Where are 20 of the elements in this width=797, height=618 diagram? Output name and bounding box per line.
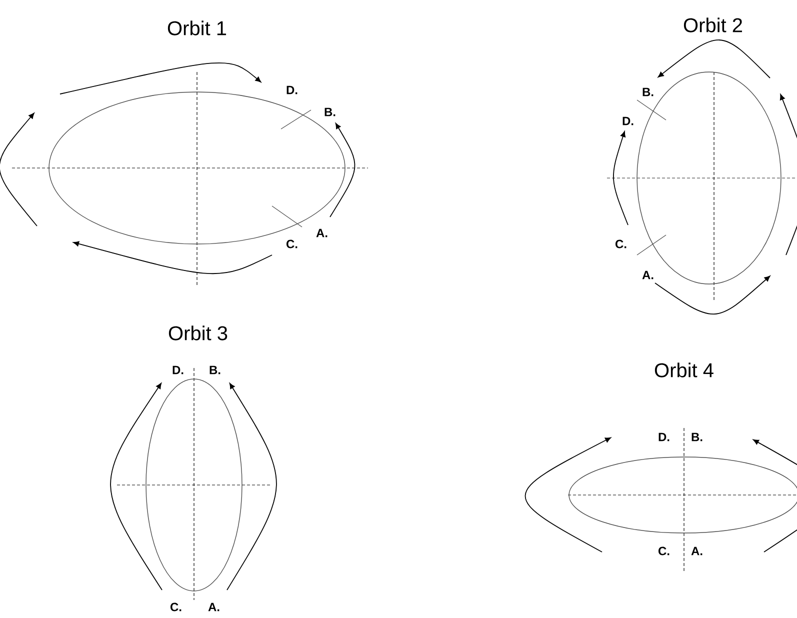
point-label: B. bbox=[692, 432, 702, 442]
orbit-title: Orbit 1 bbox=[168, 20, 226, 36]
point-label: A. bbox=[208, 602, 220, 612]
point-label: C. bbox=[286, 240, 298, 248]
point-label: B. bbox=[324, 108, 336, 116]
point-label: B. bbox=[210, 366, 220, 374]
point-label: D. bbox=[172, 366, 184, 374]
point-label: A. bbox=[691, 546, 702, 556]
point-label: B. bbox=[642, 88, 654, 96]
point-label: C. bbox=[616, 240, 626, 248]
orbit-title: Orbit 3 bbox=[168, 326, 228, 340]
orbit-title: Orbit 2 bbox=[684, 18, 742, 32]
point-label: D. bbox=[622, 116, 634, 126]
point-label: D. bbox=[286, 86, 298, 94]
point-label: A. bbox=[642, 270, 654, 280]
orbit-title: Orbit 4 bbox=[654, 362, 714, 378]
point-label: C. bbox=[658, 546, 670, 556]
point-label: D. bbox=[658, 432, 670, 442]
point-label: A. bbox=[316, 228, 328, 238]
point-label: C. bbox=[170, 602, 182, 612]
